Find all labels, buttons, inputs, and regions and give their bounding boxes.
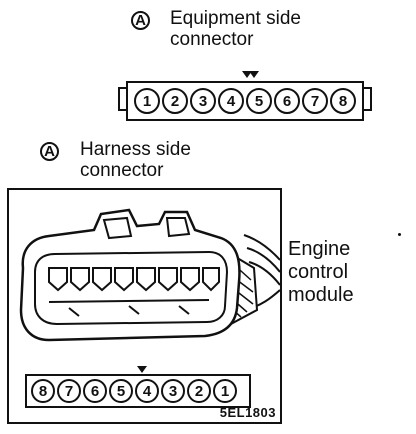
harness-pin-2: 2 — [187, 379, 211, 403]
harness-pin-8: 8 — [31, 379, 55, 403]
harness-polarity-marker — [137, 366, 147, 373]
equipment-side-label: Equipment side connector — [170, 8, 301, 50]
equipment-pin-3: 3 — [190, 88, 216, 114]
harness-pin-4: 4 — [135, 379, 159, 403]
equipment-pin-1: 1 — [134, 88, 160, 114]
equipment-polarity-marker-2 — [249, 71, 259, 78]
harness-pin-5: 5 — [109, 379, 133, 403]
equipment-pin-7: 7 — [302, 88, 328, 114]
harness-pin-6: 6 — [83, 379, 107, 403]
equipment-badge-icon: A — [131, 11, 150, 30]
equipment-pin-2: 2 — [162, 88, 188, 114]
equipment-pin-5: 5 — [246, 88, 272, 114]
engine-control-module-label: Engine control module — [288, 238, 354, 306]
harness-pin-7: 7 — [57, 379, 81, 403]
equipment-pin-6: 6 — [274, 88, 300, 114]
harness-badge-icon: A — [40, 142, 59, 161]
harness-side-label: Harness side connector — [80, 139, 191, 181]
harness-pin-3: 3 — [161, 379, 185, 403]
equipment-pin-8: 8 — [330, 88, 356, 114]
harness-pin-1: 1 — [213, 379, 237, 403]
harness-connector-illustration — [19, 208, 280, 342]
equipment-pin-4: 4 — [218, 88, 244, 114]
stray-dot — [398, 233, 401, 236]
equipment-polarity-marker — [242, 71, 252, 78]
figure-code: 5EL1803 — [219, 405, 276, 420]
